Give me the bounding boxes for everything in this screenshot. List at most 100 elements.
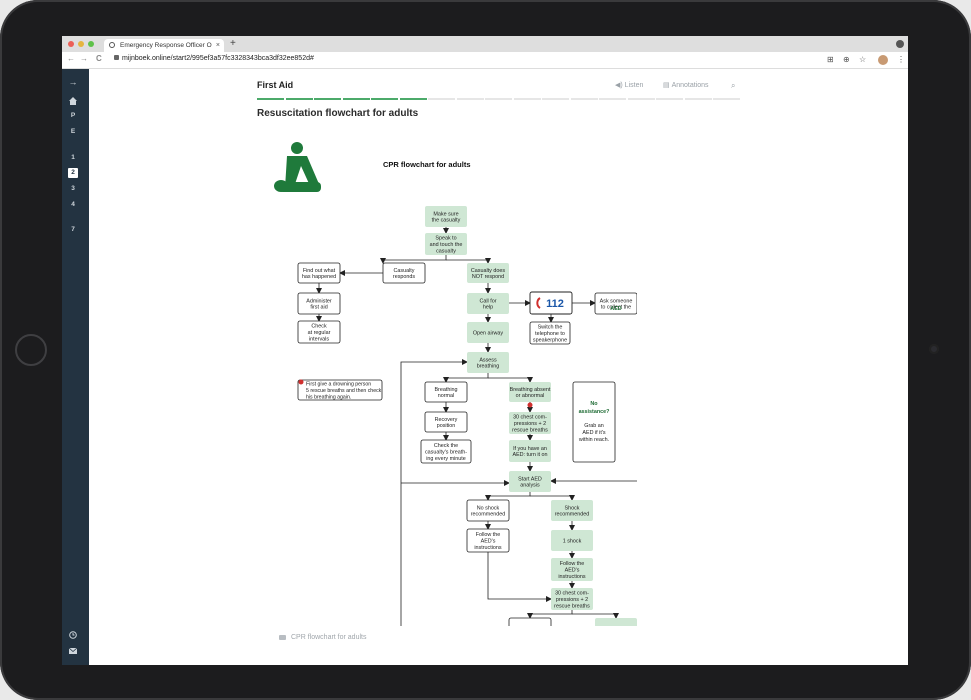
- tab-title: Emergency Response Officer O: [120, 42, 212, 49]
- page-title: First Aid: [257, 80, 294, 90]
- minimize-window-icon[interactable]: [78, 41, 84, 47]
- home-button[interactable]: [15, 334, 47, 366]
- mail-icon[interactable]: [68, 646, 78, 656]
- browser-window: Emergency Response Officer O × + ← → C m…: [62, 36, 908, 665]
- flow-node-no-assist: [572, 381, 616, 463]
- translate-icon[interactable]: ⊞: [827, 55, 834, 64]
- flow-node-text: AED's: [481, 539, 496, 545]
- progress-segment: [570, 98, 598, 100]
- sidebar-item-e[interactable]: E: [70, 128, 76, 135]
- annotations-label: Annotations: [671, 82, 709, 89]
- flow-node-text: AED: turn it on: [512, 452, 547, 458]
- profile-avatar[interactable]: [878, 55, 888, 65]
- flow-node-one-shock: [551, 530, 593, 551]
- new-tab-button[interactable]: +: [230, 38, 236, 49]
- note-marker-icon: [298, 379, 304, 385]
- progress-segment: [428, 98, 455, 100]
- flow-node-text: Make sure: [433, 211, 458, 217]
- flow-node-unconscious: [595, 618, 637, 639]
- camera-dot: [929, 344, 939, 354]
- forward-icon[interactable]: →: [80, 54, 88, 63]
- clock-icon[interactable]: [68, 630, 78, 640]
- search-icon[interactable]: ⌕: [731, 81, 736, 90]
- flow-node-text: Ask someone: [600, 298, 633, 304]
- back-icon[interactable]: ←: [67, 54, 75, 63]
- flowchart-title: CPR flowchart for adults: [383, 160, 471, 169]
- flow-node-text: rescue breaths: [554, 603, 590, 609]
- camera-icon: [279, 634, 286, 640]
- flow-node-text: assistance?: [579, 409, 610, 415]
- flow-node-text: 30 chest com-: [513, 415, 547, 421]
- flow-node-text: instructions: [474, 545, 502, 551]
- flow-node-follow-1: [466, 528, 510, 553]
- emergency-112-box: 112: [529, 291, 573, 315]
- reload-icon[interactable]: C: [96, 54, 102, 63]
- flow-node-text: breathing: [477, 364, 499, 370]
- browser-tab[interactable]: Emergency Response Officer O ×: [104, 39, 224, 52]
- progress-segment: [285, 98, 313, 100]
- flow-node-aed-turn-on: [509, 440, 551, 462]
- flow-node-text: within reach.: [578, 437, 609, 443]
- progress-segment: [713, 98, 740, 100]
- main-content: First Aid ◀︎) Listen ▤ Annotations ⌕ Res…: [89, 69, 908, 665]
- flow-node-text: Switch the: [538, 325, 563, 331]
- flow-node-text: ing every minute: [426, 456, 466, 462]
- flow-node-check-breathing: [420, 439, 472, 464]
- flow-node-text: Check the: [434, 443, 458, 449]
- zoom-icon[interactable]: ⊕: [843, 55, 850, 64]
- close-window-icon[interactable]: [68, 41, 74, 47]
- annotations-button[interactable]: ▤ Annotations: [663, 81, 709, 89]
- flow-node-text: Breathing: [434, 387, 457, 393]
- listen-label: Listen: [624, 82, 644, 89]
- sidebar-chapter-4[interactable]: 4: [71, 201, 75, 208]
- flow-node-text: Start AED: [518, 476, 542, 482]
- flow-node-assess: [467, 352, 509, 373]
- listen-button[interactable]: ◀︎) Listen: [615, 81, 643, 89]
- flow-node-text: Follow the: [476, 532, 501, 538]
- sidebar-item-p[interactable]: P: [70, 112, 76, 119]
- sidebar-chapter-3[interactable]: 3: [71, 185, 75, 192]
- expand-sidebar-icon[interactable]: →: [68, 77, 78, 87]
- flow-node-text: NOT respond: [472, 274, 504, 280]
- bookmark-star-icon[interactable]: ☆: [859, 55, 867, 64]
- flow-node-call-help: [467, 293, 509, 314]
- flow-node-text: 1 shock: [563, 539, 582, 545]
- progress-segment: [684, 98, 712, 100]
- progress-segment: [656, 98, 683, 100]
- sidebar-chapter-7[interactable]: 7: [71, 226, 75, 233]
- speaker-icon: ◀︎): [615, 82, 623, 89]
- flow-node-drowning-note: [297, 379, 383, 401]
- flow-node-text: help: [483, 305, 493, 311]
- progress-segment: [627, 98, 655, 100]
- flow-arrow: [488, 377, 533, 383]
- flow-node-find-out: [297, 262, 341, 284]
- flow-node-text: or abnormal: [516, 393, 545, 399]
- url-field[interactable]: mijnboek.online/start2/995ef3a57fc332834…: [114, 55, 314, 62]
- flow-arrow: [487, 552, 552, 602]
- maximize-window-icon[interactable]: [88, 41, 94, 47]
- flow-node-speak: [425, 233, 467, 255]
- flow-arrow: [446, 258, 491, 264]
- flow-node-responds: [382, 262, 426, 284]
- close-tab-icon[interactable]: ×: [215, 42, 220, 49]
- sidebar-chapter-1[interactable]: 1: [71, 154, 75, 161]
- flow-node-text: Call for: [479, 298, 496, 304]
- more-menu-icon[interactable]: ⋮: [897, 55, 905, 64]
- flow-node-text: and touch the: [430, 242, 463, 248]
- flow-node-text: speakerphone: [533, 337, 567, 343]
- home-icon[interactable]: [68, 96, 78, 106]
- flow-node-switch-phone: [529, 321, 571, 345]
- flow-node-text: to collect the: [601, 305, 631, 311]
- flow-node-text: analysis: [520, 483, 540, 489]
- browser-menu-icon[interactable]: [896, 40, 904, 48]
- flow-node-text: Recovery: [435, 417, 458, 423]
- sidebar-chapter-2[interactable]: 2: [68, 168, 78, 178]
- flow-node-open-airway: [467, 322, 509, 343]
- flow-node-text: Casualty: [394, 268, 415, 274]
- progress-segment: [542, 98, 569, 100]
- flow-node-text: casualty's breath-: [425, 450, 467, 456]
- flow-node-text: No shock: [477, 505, 500, 511]
- note-marker-icon: [527, 402, 533, 408]
